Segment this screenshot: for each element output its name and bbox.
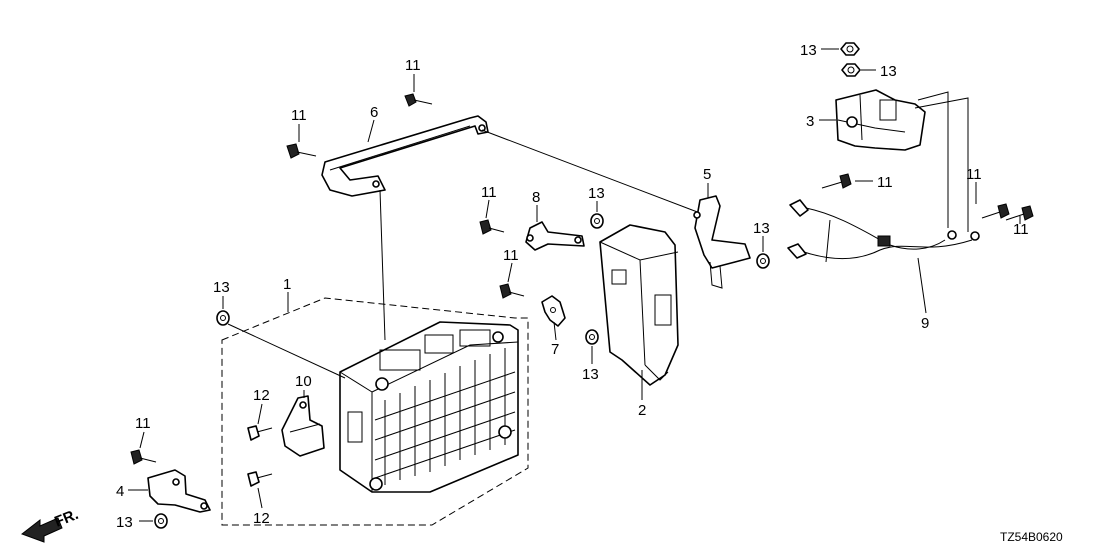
direction-label: FR. [52, 506, 81, 531]
callout-8: 8 [532, 189, 540, 206]
callout-13: 13 [588, 185, 605, 202]
callout-11: 11 [481, 184, 497, 201]
callout-5: 5 [703, 166, 711, 183]
callout-13: 13 [213, 279, 230, 296]
callout-11: 11 [135, 415, 151, 432]
callout-11: 11 [877, 174, 893, 191]
part-11-bolt-c[interactable] [821, 173, 852, 189]
callout-13: 13 [880, 63, 897, 80]
front-direction-arrow: FR. [20, 506, 81, 543]
part-11-bolt-e[interactable] [1005, 205, 1034, 221]
part-10-sensor[interactable] [281, 395, 325, 457]
part-2-control-unit[interactable] [599, 224, 679, 386]
callout-6: 6 [370, 104, 378, 121]
callout-12: 12 [253, 387, 270, 404]
part-13-nut-e[interactable] [216, 310, 230, 326]
part-12-bolt-b[interactable] [247, 471, 273, 487]
callout-11: 11 [1013, 221, 1029, 238]
callout-13: 13 [116, 514, 133, 531]
callout-1: 1 [283, 276, 291, 293]
callout-11: 11 [291, 107, 307, 124]
part-11-bolt-g[interactable] [499, 283, 525, 299]
callout-4: 4 [116, 483, 124, 500]
callout-labels: 13 13 3 11 6 11 5 11 11 11 8 13 13 11 13… [116, 42, 1029, 531]
part-1-fuse-relay-box[interactable] [339, 321, 519, 493]
part-13-nut-c[interactable] [590, 213, 604, 229]
part-13-nut-d[interactable] [756, 253, 770, 269]
callout-7: 7 [551, 341, 559, 358]
callout-11: 11 [503, 247, 519, 264]
part-13-nut-top-b[interactable] [841, 63, 861, 77]
part-13-nut-g[interactable] [154, 513, 168, 529]
callout-9: 9 [921, 315, 929, 332]
callout-10: 10 [295, 373, 312, 390]
callout-11: 11 [966, 166, 982, 183]
part-13-nut-top-a[interactable] [840, 42, 860, 56]
part-11-bolt-f[interactable] [479, 219, 505, 235]
part-11-bolt-b[interactable] [286, 143, 317, 159]
part-9-cable[interactable] [787, 199, 980, 263]
part-12-bolt-a[interactable] [247, 425, 273, 441]
part-3-bracket[interactable] [835, 89, 926, 151]
part-4-bracket[interactable] [147, 469, 211, 513]
callout-13: 13 [800, 42, 817, 59]
fuse-box-outline [221, 297, 529, 526]
leader-lines [128, 48, 1021, 522]
part-8-bracket[interactable] [525, 221, 585, 251]
part-6-stay[interactable] [321, 115, 489, 197]
callout-13: 13 [753, 220, 770, 237]
part-5-bracket[interactable] [693, 195, 751, 289]
part-11-bolt-d[interactable] [981, 203, 1010, 219]
callout-11: 11 [405, 57, 421, 74]
part-13-nut-f[interactable] [585, 329, 599, 345]
part-11-bolt-a[interactable] [404, 93, 433, 107]
callout-2: 2 [638, 402, 646, 419]
callout-3: 3 [806, 113, 814, 130]
callout-12: 12 [253, 510, 270, 527]
part-11-bolt-h[interactable] [130, 449, 157, 465]
part-7-clip[interactable] [541, 295, 566, 327]
callout-13: 13 [582, 366, 599, 383]
diagram-code: TZ54B0620 [1000, 530, 1063, 544]
